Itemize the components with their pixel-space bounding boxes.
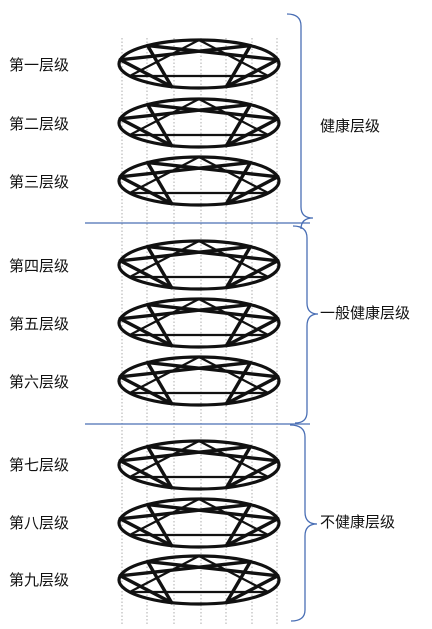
group-label-average: 一般健康层级 <box>320 304 410 322</box>
hexad-edge <box>224 459 280 490</box>
hexad-edge <box>224 559 253 605</box>
hexad-edge <box>118 317 174 348</box>
enneagram-figure-4 <box>117 239 281 291</box>
bracket-group-3 <box>289 424 318 622</box>
enneagram-ellipse <box>117 355 281 407</box>
enneagram-figure-8 <box>117 497 281 549</box>
enneagram-figure-6 <box>117 355 281 407</box>
hexad-edge <box>118 517 174 548</box>
enneagram-figure-1 <box>117 38 281 90</box>
hexad-edge <box>118 375 174 406</box>
hexad-edge <box>224 517 280 548</box>
enneagram-figure-7 <box>117 439 281 491</box>
hexad-edge <box>224 502 253 548</box>
hexad-edge <box>145 43 174 89</box>
hexad-edge <box>118 244 253 263</box>
group-label-unhealthy: 不健康层级 <box>320 513 395 531</box>
hexad-edge <box>118 175 174 206</box>
hexad-edge <box>145 43 280 62</box>
level-label-2: 第二层级 <box>9 115 69 133</box>
hexad-edge <box>145 302 280 321</box>
hexad-edge <box>145 102 174 148</box>
hexad-edge <box>145 102 280 121</box>
hexad-edge <box>224 160 253 206</box>
level-label-1: 第一层级 <box>9 56 69 74</box>
hexad-edge <box>118 160 253 179</box>
hexad-edge <box>118 43 253 62</box>
enneagram-figures <box>117 38 281 606</box>
group-label-healthy: 健康层级 <box>320 117 380 135</box>
enneagram-figure-2 <box>117 97 281 149</box>
hexad-edge <box>118 502 253 521</box>
level-label-3: 第三层级 <box>9 173 69 191</box>
enneagram-ellipse <box>117 239 281 291</box>
hexad-edge <box>118 302 253 321</box>
bracket-group-1 <box>286 13 314 230</box>
hexad-edge <box>118 259 174 290</box>
level-label-8: 第八层级 <box>9 514 69 532</box>
hexad-edge <box>145 302 174 348</box>
hexad-edge <box>145 244 280 263</box>
hexad-edge <box>145 559 174 605</box>
hexad-edge <box>145 502 174 548</box>
enneagram-ellipse <box>117 38 281 90</box>
hexad-edge <box>118 459 174 490</box>
hexad-edge <box>224 360 253 406</box>
hexad-edge <box>145 444 174 490</box>
level-label-5: 第五层级 <box>9 315 69 333</box>
hexad-edge <box>145 360 174 406</box>
enneagram-ellipse <box>117 497 281 549</box>
hexad-edge <box>118 58 174 89</box>
enneagram-ellipse <box>117 554 281 606</box>
hexad-edge <box>145 160 280 179</box>
hexad-edge <box>224 574 280 605</box>
enneagram-figure-9 <box>117 554 281 606</box>
group-divider-lines <box>85 222 310 425</box>
hexad-edge <box>145 360 280 379</box>
hexad-edge <box>224 43 253 89</box>
level-label-7: 第七层级 <box>9 456 69 474</box>
hexad-edge <box>118 574 174 605</box>
hexad-edge <box>224 102 253 148</box>
hexad-edge <box>224 58 280 89</box>
enneagram-figure-3 <box>117 155 281 207</box>
level-label-4: 第四层级 <box>9 257 69 275</box>
hexad-edge <box>118 117 174 148</box>
hexad-edge <box>224 444 253 490</box>
hexad-edge <box>118 444 253 463</box>
hexad-edge <box>145 444 280 463</box>
hexad-edge <box>145 559 280 578</box>
bracket-group-2 <box>292 225 319 424</box>
hexad-edge <box>118 559 253 578</box>
hexad-edge <box>224 117 280 148</box>
hexad-edge <box>145 502 280 521</box>
hexad-edge <box>224 244 253 290</box>
hexad-edge <box>118 360 253 379</box>
hexad-edge <box>224 302 253 348</box>
hexad-edge <box>145 244 174 290</box>
hexad-edge <box>145 160 174 206</box>
enneagram-ellipse <box>117 97 281 149</box>
enneagram-figure-5 <box>117 297 281 349</box>
group-brackets <box>286 13 319 622</box>
hexad-edge <box>224 175 280 206</box>
hexad-edge <box>224 317 280 348</box>
level-label-9: 第九层级 <box>9 571 69 589</box>
enneagram-ellipse <box>117 439 281 491</box>
hexad-edge <box>118 102 253 121</box>
enneagram-ellipse <box>117 297 281 349</box>
enneagram-ellipse <box>117 155 281 207</box>
hexad-edge <box>224 375 280 406</box>
hexad-edge <box>224 259 280 290</box>
level-label-6: 第六层级 <box>9 373 69 391</box>
